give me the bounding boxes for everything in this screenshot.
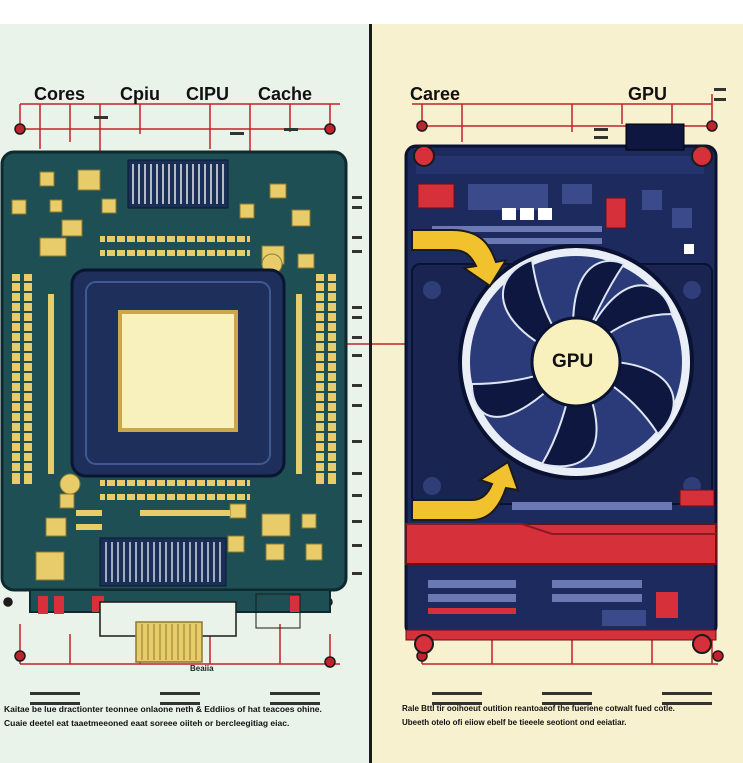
gpu-footer-line-1: Rale Bttl tir ooihoeut outition reantoae… bbox=[402, 704, 675, 713]
diagram-frame: Cores Cpiu CIPU Cache Beaiia Kaitae be l… bbox=[0, 24, 743, 763]
cpu-footer-line-2: Cuaie deetel eat taaetmeeoned eaat soree… bbox=[4, 718, 290, 728]
bottom-chip bbox=[99, 537, 227, 587]
cpu-pin-dot bbox=[14, 123, 26, 135]
label-cpiu: Cpiu bbox=[120, 84, 160, 104]
gpu-backplate bbox=[405, 523, 717, 565]
cpu-pin-dot bbox=[14, 650, 26, 662]
gpu-card-illustration bbox=[372, 88, 726, 705]
gpu-panel: Caree GPU GPU Rale Bttl tir ooihoeut out… bbox=[372, 24, 743, 763]
cpu-pin-dot bbox=[324, 123, 336, 135]
cpu-footer-line-1: Kaitae be lue dractionter teonnee onlaon… bbox=[4, 704, 322, 714]
label-cipu: CIPU bbox=[186, 84, 230, 104]
gpu-footer-line-2: Ubeeth otelo ofi eiiow ebelf be tieeele … bbox=[402, 718, 627, 727]
cpu-leader-lines bbox=[19, 103, 370, 665]
label-cache: Cache bbox=[258, 84, 313, 104]
note-bottom-center: Beaiia bbox=[190, 664, 214, 673]
cpu-pin-dot bbox=[3, 597, 13, 607]
cpu-pin-dot bbox=[324, 656, 336, 668]
gpu-hub bbox=[530, 316, 622, 408]
label-cores: Cores bbox=[34, 84, 86, 104]
arrow-in-top bbox=[411, 229, 509, 288]
label-gpu-top: GPU bbox=[628, 84, 668, 104]
label-gpu-center: GPU bbox=[552, 351, 594, 372]
cpu-die bbox=[118, 310, 238, 432]
cpu-board-illustration bbox=[0, 103, 370, 705]
label-caree: Caree bbox=[410, 84, 461, 104]
panel-divider bbox=[369, 24, 372, 763]
arrow-in-bottom bbox=[411, 460, 520, 521]
top-chip bbox=[127, 159, 229, 209]
cpu-panel: Cores Cpiu CIPU Cache Beaiia Kaitae be l… bbox=[0, 24, 370, 763]
